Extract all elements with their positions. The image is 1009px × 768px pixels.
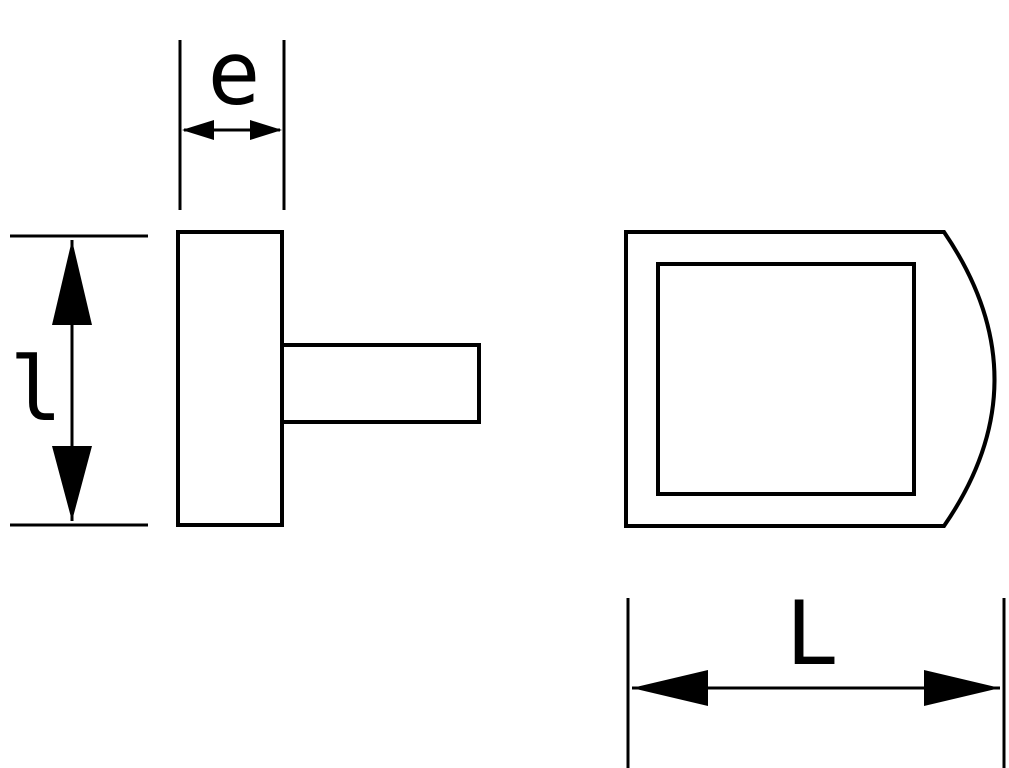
shaft <box>280 343 481 424</box>
dimension-label-l: l <box>10 338 63 441</box>
side-view <box>176 230 481 527</box>
plate-outline <box>624 230 997 528</box>
arrowhead-e-left <box>182 120 214 140</box>
arrowhead-l-bottom <box>52 446 92 521</box>
arrowhead-L-right <box>924 670 1000 706</box>
plate-inner-window <box>656 262 916 496</box>
front-view <box>624 230 997 528</box>
flange-plate <box>176 230 284 527</box>
dimension-label-L: L <box>786 582 839 685</box>
dimension-label-e: e <box>208 22 261 125</box>
arrowhead-e-right <box>250 120 282 140</box>
dimension-L: L <box>626 582 1006 768</box>
arrowhead-l-top <box>52 240 92 325</box>
dimension-e: e <box>178 22 286 210</box>
dimension-l: l <box>10 234 148 527</box>
arrowhead-L-left <box>632 670 708 706</box>
